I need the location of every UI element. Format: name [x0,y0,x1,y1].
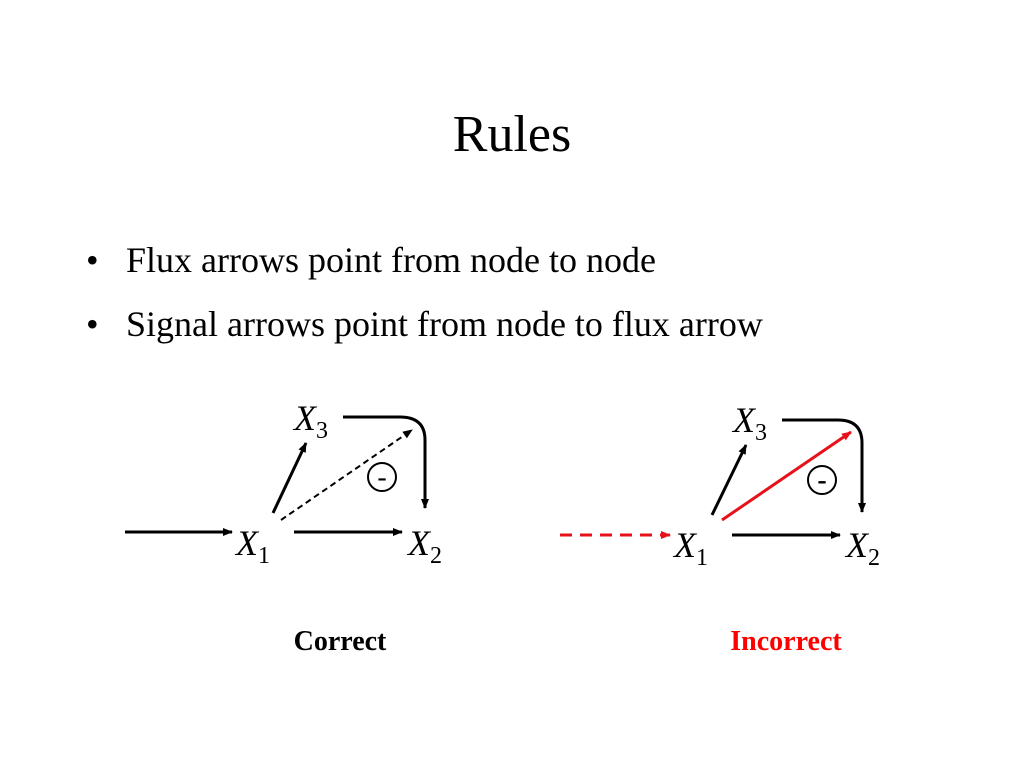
flux-arrow-x3-x2 [782,418,866,513]
correct-diagram: X3 X1 X2 - [125,398,442,569]
node-x2-sub: 2 [430,543,442,569]
node-x1-main: X [234,523,260,563]
bullet-text: Flux arrows point from node to node [126,240,656,280]
slide-title: Rules [452,106,572,163]
node-x1: X1 [234,523,270,569]
signal-arrow-red [721,430,852,522]
inhibition-circle [807,465,837,495]
node-x2: X2 [844,525,880,571]
node-x2-main: X [406,523,432,563]
node-x1: X1 [672,525,708,571]
bullet-text: Signal arrows point from node to flux ar… [126,304,763,344]
inhibition-circle [367,462,397,492]
flux-arrow-x1-x3 [271,442,308,514]
node-x2-sub: 2 [868,545,880,571]
node-x3: X3 [292,398,328,444]
node-x1-sub: 1 [696,545,708,571]
inhibition-label: - [377,462,386,493]
flux-arrow-x3-x2 [343,415,429,509]
node-x3-sub: 3 [755,420,767,446]
node-x3: X3 [731,400,767,446]
node-x3-main: X [731,400,757,440]
bullet-dot: • [86,240,99,280]
bullet-dot: • [86,304,99,344]
caption-correct: Correct [293,626,387,657]
node-x2-main: X [844,525,870,565]
node-x2: X2 [406,523,442,569]
inhibition-label: - [817,465,826,496]
bullet-item: • Signal arrows point from node to flux … [86,292,763,356]
node-x3-main: X [292,398,318,438]
flux-arrow-x1-x3 [710,444,748,516]
node-x1-sub: 1 [258,543,270,569]
node-x1-main: X [672,525,698,565]
node-x3-sub: 3 [316,418,328,444]
bullet-list: • Flux arrows point from node to node • … [86,228,763,356]
incorrect-diagram: X3 X1 X2 - [560,400,880,571]
bullet-item: • Flux arrows point from node to node [86,228,763,292]
signal-arrow-dashed [280,429,413,521]
caption-incorrect: Incorrect [730,626,842,657]
